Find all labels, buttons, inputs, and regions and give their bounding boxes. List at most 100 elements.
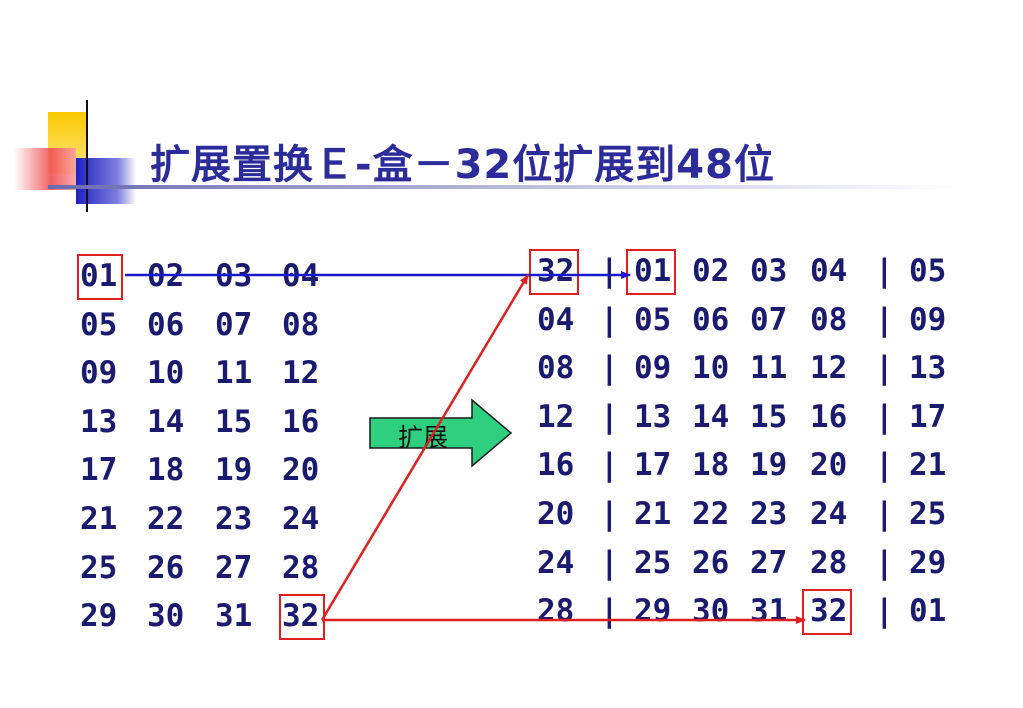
left-cell: 18	[147, 452, 185, 489]
right-cell: 22	[692, 496, 730, 532]
right-cell: 07	[750, 301, 788, 338]
right-cell: 13	[634, 398, 672, 435]
right-cell: 15	[750, 398, 788, 435]
left-cell: 30	[147, 598, 185, 635]
left-cell: 22	[147, 501, 185, 537]
left-cell: 28	[282, 549, 320, 586]
deco-red-block	[14, 148, 76, 190]
group-separator: |	[875, 496, 894, 532]
right-cell: 08	[537, 350, 575, 387]
right-cell: 01	[634, 253, 672, 289]
left-cell: 31	[215, 598, 253, 635]
right-cell: 04	[810, 253, 848, 289]
right-cell: 32	[537, 253, 575, 289]
right-cell: 11	[750, 350, 788, 387]
right-cell: 18	[692, 447, 730, 484]
right-cell: 04	[537, 301, 575, 338]
right-cell: 19	[750, 447, 788, 484]
right-cell: 24	[810, 496, 848, 532]
right-cell: 17	[634, 447, 672, 484]
group-separator: |	[600, 544, 619, 581]
right-cell: 32	[810, 593, 848, 630]
group-separator: |	[600, 301, 619, 338]
red-arrow-32-to-top	[320, 274, 530, 621]
left-cell: 29	[80, 598, 118, 635]
right-cell: 01	[909, 593, 947, 630]
group-separator: |	[875, 544, 894, 581]
right-cell: 08	[810, 301, 848, 338]
left-cell: 12	[282, 355, 320, 392]
group-separator: |	[600, 496, 619, 532]
left-cell: 15	[215, 403, 253, 440]
right-cell: 03	[750, 253, 788, 289]
right-cell: 28	[537, 593, 575, 630]
right-cell: 16	[537, 447, 575, 484]
highlight-box	[529, 249, 579, 295]
highlight-box	[77, 254, 123, 300]
right-cell: 21	[909, 447, 947, 484]
group-separator: |	[600, 253, 619, 289]
right-cell: 31	[750, 593, 788, 630]
right-cell: 06	[692, 301, 730, 338]
left-cell: 17	[80, 452, 118, 489]
group-separator: |	[875, 398, 894, 435]
left-cell: 27	[215, 549, 253, 586]
left-cell: 19	[215, 452, 253, 489]
group-separator: |	[600, 350, 619, 387]
left-cell: 05	[80, 306, 118, 343]
right-cell: 10	[692, 350, 730, 387]
title-underline	[48, 185, 963, 189]
left-cell: 16	[282, 403, 320, 440]
left-cell: 21	[80, 501, 118, 537]
right-cell: 02	[692, 253, 730, 289]
left-cell: 20	[282, 452, 320, 489]
right-cell: 26	[692, 544, 730, 581]
right-cell: 12	[810, 350, 848, 387]
right-cell: 20	[810, 447, 848, 484]
right-cell: 21	[634, 496, 672, 532]
page-title: 扩展置换Ｅ-盒－32位扩展到48位	[150, 142, 775, 188]
right-cell: 29	[909, 544, 947, 581]
right-cell: 25	[634, 544, 672, 581]
right-cell: 25	[909, 496, 947, 532]
group-separator: |	[600, 398, 619, 435]
left-cell: 14	[147, 403, 185, 440]
left-cell: 06	[147, 306, 185, 343]
left-cell: 23	[215, 501, 253, 537]
left-cell: 09	[80, 355, 118, 392]
group-separator: |	[875, 350, 894, 387]
right-cell: 05	[634, 301, 672, 338]
right-cell: 27	[750, 544, 788, 581]
right-cell: 09	[634, 350, 672, 387]
left-cell: 25	[80, 549, 118, 586]
right-cell: 05	[909, 253, 947, 289]
expand-label: 扩展	[398, 423, 449, 452]
left-cell: 32	[282, 598, 320, 635]
left-cell: 07	[215, 306, 253, 343]
group-separator: |	[875, 301, 894, 338]
left-cell: 11	[215, 355, 253, 392]
right-cell: 23	[750, 496, 788, 532]
right-cell: 12	[537, 398, 575, 435]
left-cell: 01	[80, 258, 118, 294]
right-cell: 17	[909, 398, 947, 435]
right-cell: 20	[537, 496, 575, 532]
left-cell: 08	[282, 306, 320, 343]
right-cell: 28	[810, 544, 848, 581]
group-separator: |	[875, 447, 894, 484]
left-cell: 13	[80, 403, 118, 440]
right-cell: 30	[692, 593, 730, 630]
right-cell: 09	[909, 301, 947, 338]
deco-vertical-line	[86, 100, 88, 212]
right-cell: 24	[537, 544, 575, 581]
left-cell: 10	[147, 355, 185, 392]
group-separator: |	[600, 447, 619, 484]
right-cell: 29	[634, 593, 672, 630]
right-cell: 16	[810, 398, 848, 435]
highlight-box	[802, 589, 852, 636]
group-separator: |	[875, 253, 894, 289]
group-separator: |	[875, 593, 894, 630]
left-cell: 26	[147, 549, 185, 586]
left-cell: 24	[282, 501, 320, 537]
